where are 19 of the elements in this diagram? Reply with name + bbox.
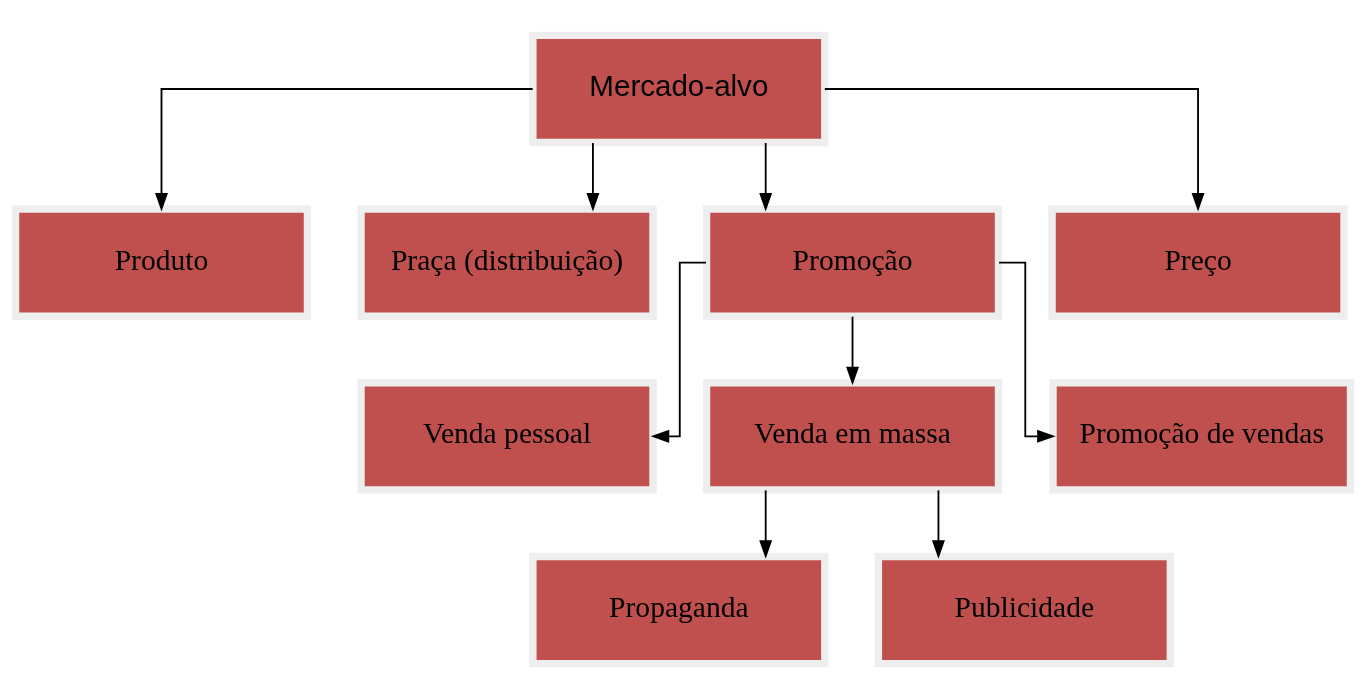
node-box: Propaganda (529, 552, 829, 667)
arrow (846, 315, 859, 385)
arrow (650, 261, 707, 443)
node-box: Venda em massa (702, 378, 1003, 494)
arrow (998, 261, 1056, 443)
node-box: Praça (distribuição) (357, 204, 657, 320)
node-box: Promoção de vendas (1049, 378, 1355, 494)
arrow (931, 488, 945, 559)
arrow (759, 141, 773, 211)
node-box: Mercado-alvo (529, 31, 829, 146)
node-box: Publicidade (874, 552, 1175, 667)
arrow (586, 141, 600, 211)
node-box: Promoção (702, 204, 1003, 320)
arrow (759, 488, 773, 559)
node-box: Produto (11, 204, 312, 320)
arrow (823, 87, 1205, 211)
node-box: Preço (1048, 204, 1348, 320)
arrow (155, 87, 534, 211)
node-box: Venda pessoal (357, 378, 657, 494)
